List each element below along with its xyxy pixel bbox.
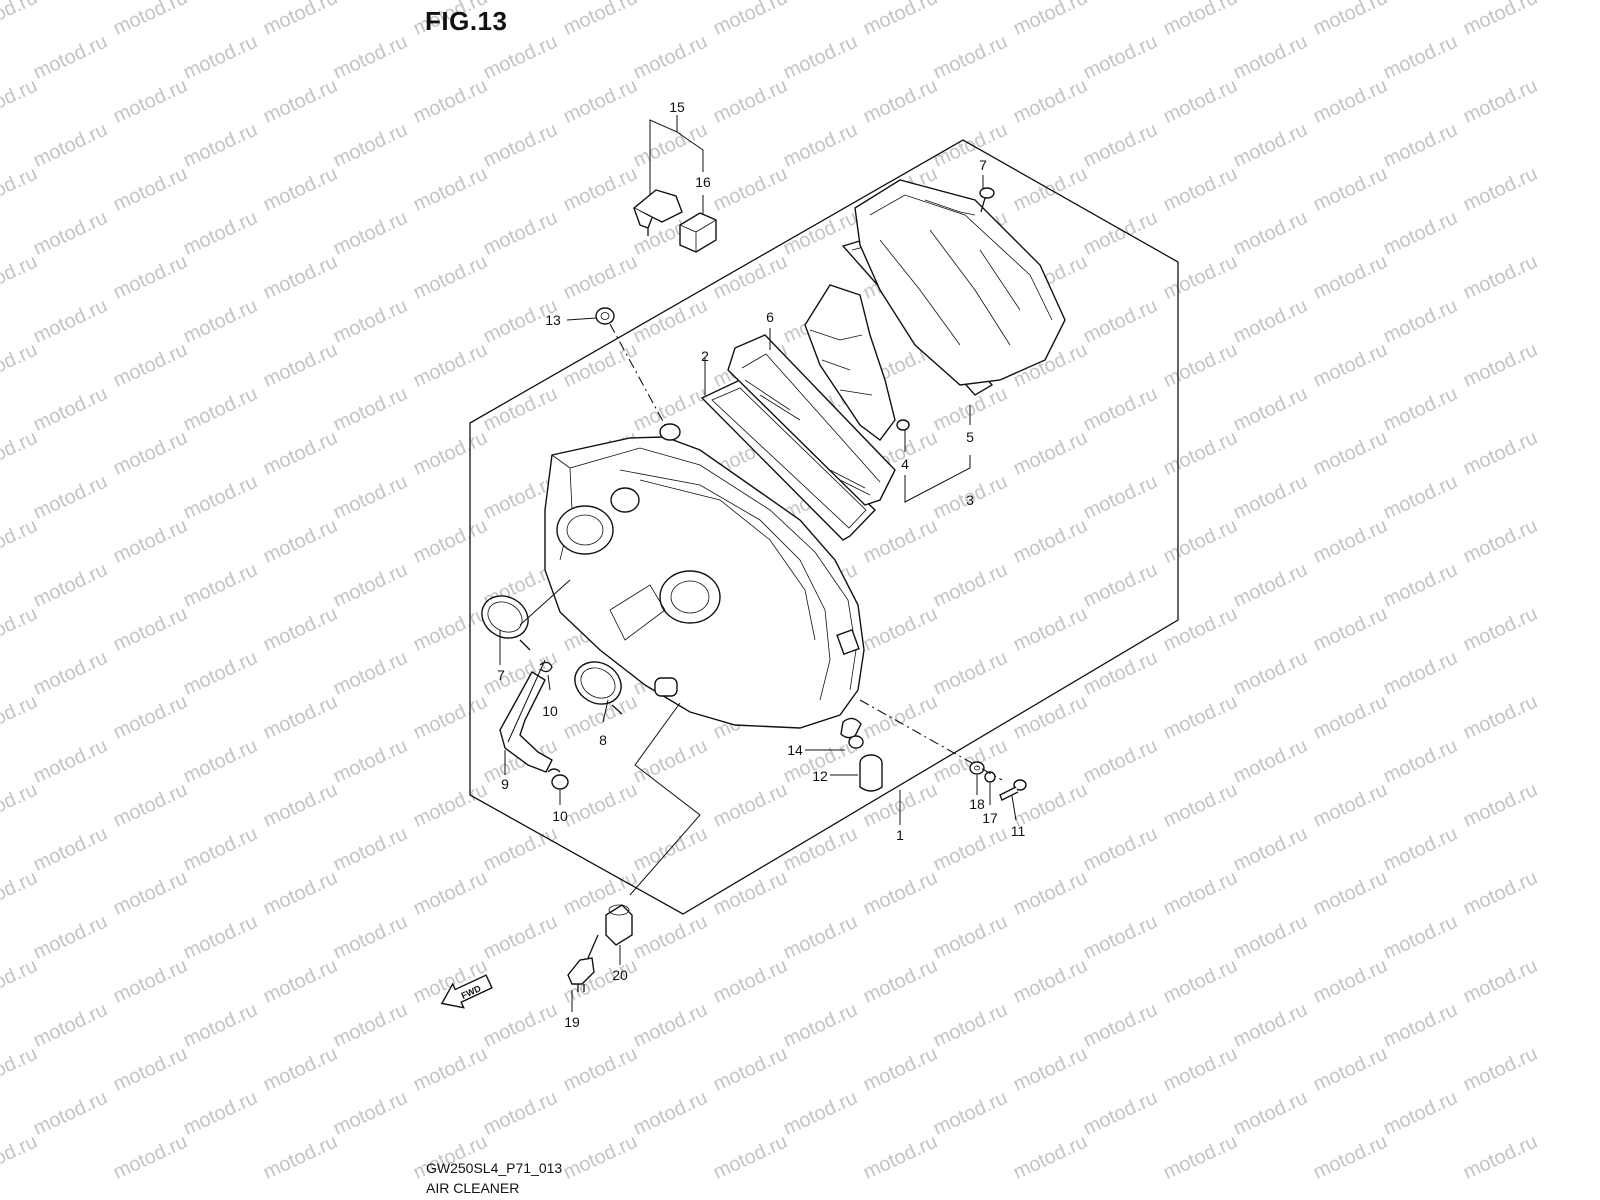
part-14-bolt <box>999 779 1027 801</box>
centerline-13 <box>609 323 666 426</box>
part-19-temperature-sensor <box>567 934 599 992</box>
part-3-cleaner-cap <box>854 179 1066 386</box>
callout-15: 17 <box>982 810 998 826</box>
centerline-14 <box>859 699 1003 781</box>
callout-1: 1 <box>896 827 904 843</box>
callout-3: 3 <box>966 492 974 508</box>
callout-12: 14 <box>787 742 803 758</box>
callout-5: 4 <box>901 456 909 472</box>
callout-9: 9 <box>501 776 509 792</box>
callout-2: 2 <box>701 348 709 364</box>
part-1-air-cleaner-case <box>544 423 865 739</box>
callout-6: 6 <box>766 309 774 325</box>
callout-20: 20 <box>612 967 628 983</box>
part-10-clip-upper <box>539 661 553 673</box>
callout-10-lower: 10 <box>552 808 568 824</box>
figure-code: GW250SL4_P71_013 <box>426 1160 563 1176</box>
callout-4: 5 <box>966 429 974 445</box>
callout-13: 13 <box>545 312 561 328</box>
part-7-clamp-upper <box>481 595 531 651</box>
assembly-frame <box>469 139 1179 915</box>
part-6-air-cleaner-element <box>727 334 896 506</box>
part-7-clamp-lower <box>574 661 623 715</box>
fwd-arrow-icon: FWD <box>440 974 493 1009</box>
callout-8: 7 <box>979 157 987 173</box>
part-12-drain-clip <box>848 735 864 749</box>
callout-10-upper: 10 <box>542 703 558 719</box>
callout-17: 15 <box>669 99 685 115</box>
part-13-grommet <box>595 307 615 325</box>
part-9-drain-hose <box>499 671 553 773</box>
callout-18: 16 <box>695 174 711 190</box>
part-16-washer <box>969 761 985 775</box>
part-17-sensor-assy <box>632 189 683 236</box>
callout-7-upper: 7 <box>497 667 505 683</box>
callout-19: 19 <box>564 1014 580 1030</box>
part-20-sensor-grommet <box>605 904 633 946</box>
callout-labels: 15 16 7 13 6 2 5 4 3 7 10 8 14 9 12 18 1… <box>497 99 1025 1030</box>
part-18-sensor-cover <box>679 212 717 253</box>
part-5-intake-funnel <box>804 284 910 441</box>
callout-11: 12 <box>812 768 828 784</box>
leader-lines <box>499 115 1017 1012</box>
figure-name: AIR CLEANER <box>426 1180 520 1196</box>
part-15-collar <box>984 771 996 783</box>
callout-14: 11 <box>1011 823 1026 839</box>
part-2-gasket <box>700 379 876 541</box>
part-8-screw <box>979 187 995 213</box>
callout-7-lower: 8 <box>599 732 607 748</box>
part-10-clip-lower <box>547 768 569 790</box>
callout-16: 18 <box>969 796 985 812</box>
part-11-drain-plug <box>859 754 883 792</box>
figure-title: FIG.13 <box>425 6 508 36</box>
